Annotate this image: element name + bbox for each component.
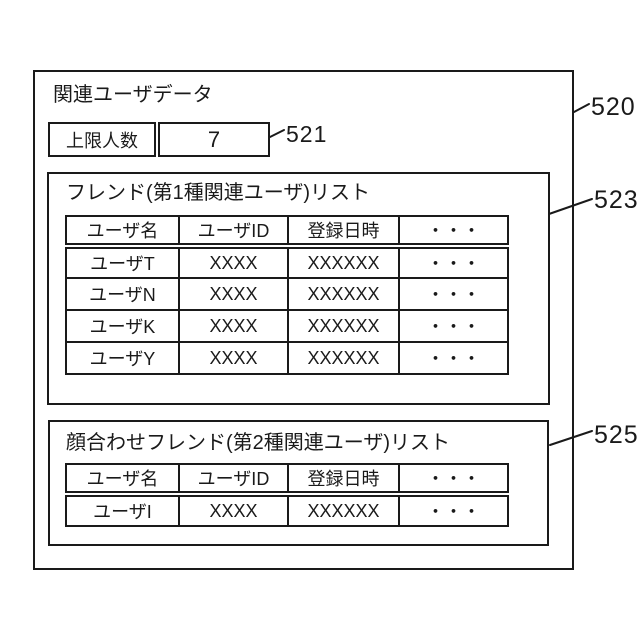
friend-table-header-row: ユーザ名 ユーザID 登録日時 ・・・	[65, 215, 509, 249]
cell-registered-datetime: XXXXXX	[287, 309, 400, 343]
table-row: ユーザI XXXX XXXXXX ・・・	[65, 493, 509, 527]
meet-friend-list-table: ユーザ名 ユーザID 登録日時 ・・・ ユーザI XXXX XXXXXX ・・・	[65, 463, 509, 527]
column-header-user-name: ユーザ名	[65, 463, 180, 497]
cell-registered-datetime: XXXXXX	[287, 277, 400, 311]
table-row: ユーザY XXXX XXXXXX ・・・	[65, 341, 509, 375]
ref-label-521: 521	[286, 121, 328, 147]
meet-table-header-row: ユーザ名 ユーザID 登録日時 ・・・	[65, 463, 509, 497]
upper-limit-table: 上限人数 7	[48, 122, 271, 157]
column-header-user-id: ユーザID	[178, 215, 289, 249]
table-row: ユーザN XXXX XXXXXX ・・・	[65, 277, 509, 311]
friend-list-box	[47, 172, 550, 405]
meet-friend-list-box	[48, 420, 549, 546]
upper-limit-row: 上限人数 7	[48, 122, 271, 157]
column-header-ellipsis: ・・・	[398, 215, 509, 249]
upper-limit-value-cell: 7	[155, 122, 271, 157]
column-header-registered-datetime: 登録日時	[287, 463, 400, 497]
cell-registered-datetime: XXXXXX	[287, 245, 400, 279]
cell-registered-datetime: XXXXXX	[287, 341, 400, 375]
friend-list-table: ユーザ名 ユーザID 登録日時 ・・・ ユーザT XXXX XXXXXX ・・・…	[65, 215, 509, 375]
ref-label-523: 523	[594, 186, 639, 214]
column-header-user-id: ユーザID	[178, 463, 289, 497]
related-user-data-title: 関連ユーザデータ	[53, 84, 213, 106]
table-row: ユーザK XXXX XXXXXX ・・・	[65, 309, 509, 343]
cell-user-id: XXXX	[178, 309, 289, 343]
cell-user-id: XXXX	[178, 277, 289, 311]
table-row: ユーザT XXXX XXXXXX ・・・	[65, 245, 509, 279]
cell-ellipsis: ・・・	[398, 277, 509, 311]
meet-friend-list-title: 顔合わせフレンド(第2種関連ユーザ)リスト	[66, 432, 451, 454]
cell-user-name: ユーザY	[65, 341, 180, 375]
cell-ellipsis: ・・・	[398, 341, 509, 375]
cell-user-id: XXXX	[178, 245, 289, 279]
cell-ellipsis: ・・・	[398, 309, 509, 343]
cell-user-name: ユーザT	[65, 245, 180, 279]
cell-user-name: ユーザK	[65, 309, 180, 343]
cell-user-name: ユーザN	[65, 277, 180, 311]
friend-list-title: フレンド(第1種関連ユーザ)リスト	[66, 182, 371, 204]
ref-label-520: 520	[591, 93, 636, 121]
cell-registered-datetime: XXXXXX	[287, 493, 400, 527]
cell-ellipsis: ・・・	[398, 493, 509, 527]
upper-limit-label-cell: 上限人数	[48, 122, 160, 157]
column-header-user-name: ユーザ名	[65, 215, 180, 249]
column-header-registered-datetime: 登録日時	[287, 215, 400, 249]
column-header-ellipsis: ・・・	[398, 463, 509, 497]
leader-line-520	[573, 103, 590, 113]
cell-ellipsis: ・・・	[398, 245, 509, 279]
related-user-data-box	[33, 70, 574, 570]
cell-user-id: XXXX	[178, 341, 289, 375]
cell-user-name: ユーザI	[65, 493, 180, 527]
ref-label-525: 525	[594, 421, 639, 449]
cell-user-id: XXXX	[178, 493, 289, 527]
